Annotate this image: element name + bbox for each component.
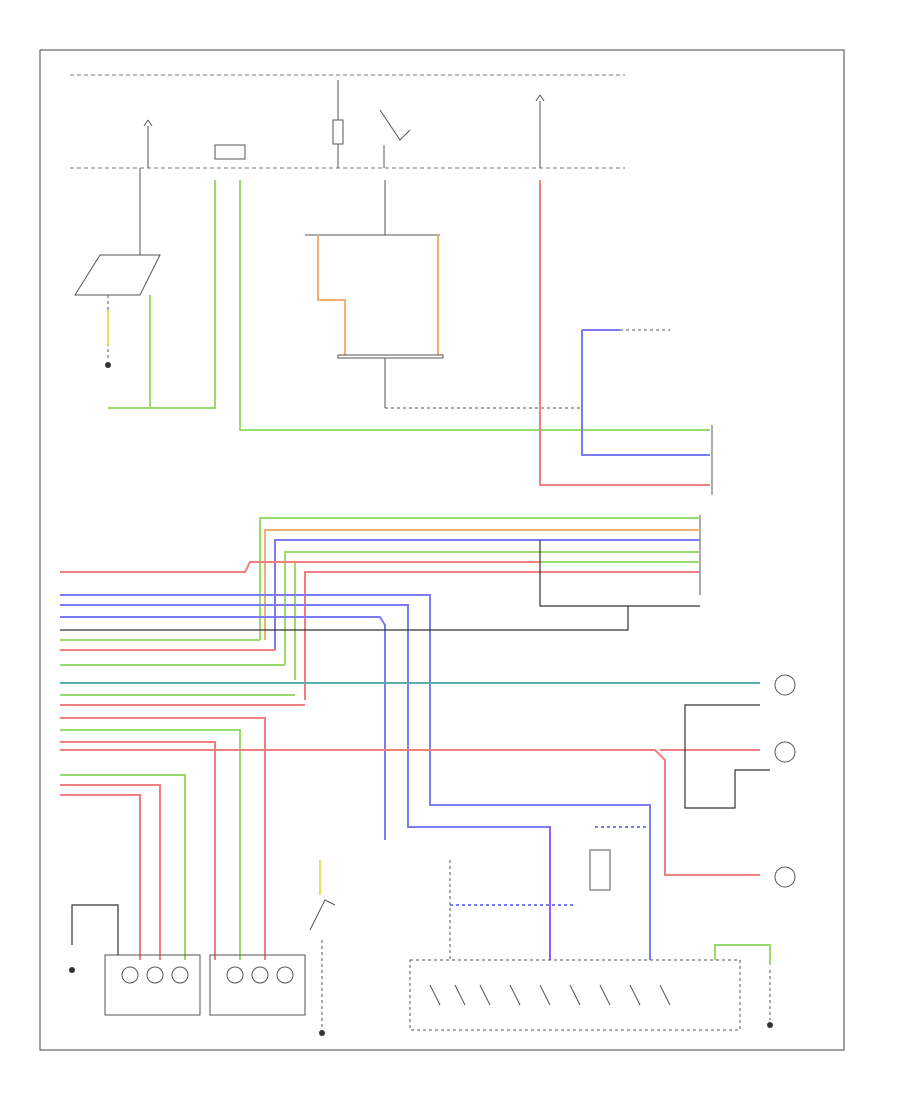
wire-green-bottom-right [714,944,771,965]
wire-blue-right [581,330,710,456]
control-module [409,959,741,1031]
resistor-block [589,849,611,891]
wire-blue-left-1 [60,594,651,960]
wire-red-left-5 [60,749,760,876]
wire-blue-mid [274,539,700,650]
ground-point-bottom-right [767,1022,773,1028]
diagram-frame [39,49,845,1051]
wire-black-left [60,606,629,631]
wire-red-mid-2 [60,561,540,573]
wire-green-left-5 [60,774,186,960]
wire-green-left-4 [60,729,241,960]
rear-lamp-left [104,954,201,1016]
hazard-switch [74,168,161,360]
lamp-right-3 [774,866,796,888]
wire-red-left-6 [60,784,161,960]
connector-block-top [214,144,246,160]
wire-black-mid [539,540,700,607]
ground-point-left [105,362,111,368]
fuse-left [143,119,153,168]
wire-green-1 [149,180,216,409]
wire-black-left-ground [71,904,119,955]
ground-point-bottom-left [69,967,75,973]
wire-green-mid-1 [259,517,700,640]
wire-green-mid-3 [294,561,700,680]
relay-switch [379,109,411,168]
wire-orange-mid [264,529,700,640]
wire-green-2 [239,180,710,431]
wire-green-mid-2 [284,551,700,665]
wire-black-right-2 [684,740,770,809]
rear-lamp-right [209,954,306,1016]
brake-switch [309,860,336,1036]
wire-red-mid-1 [304,571,700,700]
fuse-center [332,80,344,168]
wire-red-left-7 [60,794,141,960]
wire-red-right [539,180,710,486]
lamp-right-1 [774,674,796,696]
lamp-right-2 [774,741,796,763]
wire-blue-left-3 [60,616,386,840]
wire-black-right-1 [684,704,760,740]
fuse-right [535,94,545,168]
wire-red-left-3 [60,717,266,960]
flasher-block [305,180,580,409]
wire-red-left-4 [60,741,216,960]
